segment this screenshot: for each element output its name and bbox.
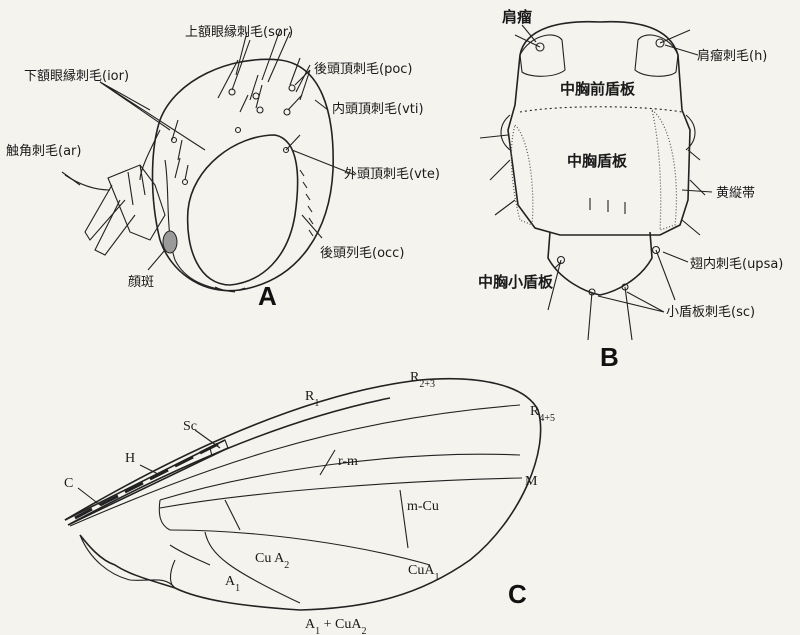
prescutum-outline: [508, 22, 690, 235]
label-occ: 後頭列毛(occ): [320, 246, 404, 261]
label-vti: 内頭頂刺毛(vti): [332, 101, 424, 117]
label-c-vein: C: [64, 476, 73, 491]
label-cua1: CuA1: [408, 563, 439, 583]
panel-label-a: A: [258, 281, 277, 311]
head-outline: [153, 59, 334, 290]
label-stripe: 黄縦帯: [716, 186, 755, 201]
label-scutellum: 中胸小盾板: [478, 273, 554, 291]
label-vte: 外頭頂刺毛(vte): [344, 167, 440, 182]
label-sc-vein: Sc: [183, 419, 197, 434]
label-poc: 後頭頂刺毛(poc): [314, 62, 413, 77]
label-a1: A1: [225, 574, 240, 594]
label-a1-cua2: A1 + CuA2: [305, 617, 366, 635]
label-sc: 小盾板刺毛(sc): [666, 305, 755, 320]
panel-label-c: C: [508, 579, 527, 609]
label-sor: 上額眼縁刺毛(sor): [185, 24, 293, 40]
compound-eye: [188, 135, 298, 285]
label-r23: R2+3: [410, 370, 435, 390]
scutellum-outline: [548, 232, 652, 295]
thorax-drawing: [480, 22, 712, 340]
label-h-vein: H: [125, 451, 135, 466]
label-scutum: 中胸盾板: [567, 152, 628, 170]
label-upsa: 翅内刺毛(upsa): [690, 256, 783, 272]
label-prescutum: 中胸前盾板: [560, 80, 636, 98]
label-mcu: m-Cu: [407, 499, 439, 514]
panel-label-b: B: [600, 342, 619, 372]
wing-outline: [65, 379, 541, 610]
label-m: M: [525, 474, 538, 489]
label-ar: 触角刺毛(ar): [6, 144, 81, 159]
label-h: 肩瘤刺毛(h): [697, 48, 767, 64]
label-ior: 下額眼縁刺毛(ior): [24, 68, 129, 84]
face-spot: [163, 231, 177, 253]
label-face-spot: 顔斑: [128, 275, 154, 290]
label-cua2: Cu A2: [255, 551, 289, 571]
antenna: [108, 165, 165, 240]
label-r45: R4+5: [530, 404, 555, 424]
label-rm: r-m: [338, 454, 358, 469]
wing-drawing: [65, 379, 541, 610]
label-humerus: 肩瘤: [502, 8, 532, 26]
